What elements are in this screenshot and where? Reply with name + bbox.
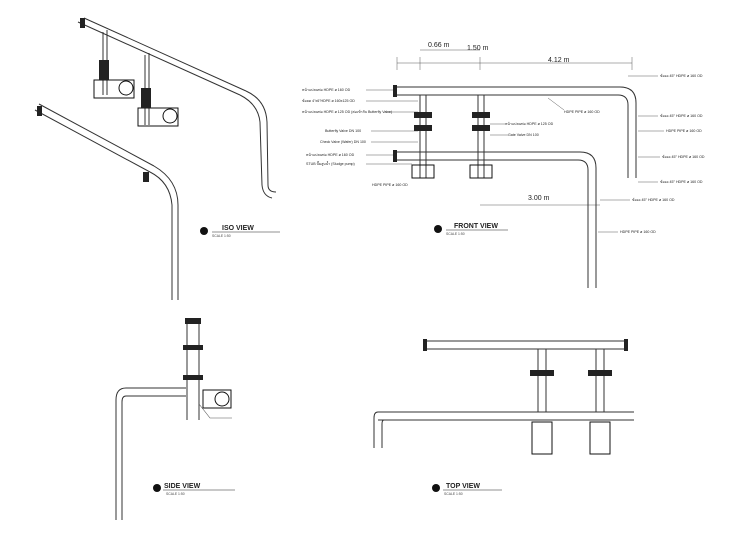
front-label-left: หน้าแปลนท่อ HDPE ø 160 OD	[302, 87, 351, 92]
front-label-right: ข้องอ 45° HDPE ø 160 OD	[662, 154, 705, 159]
front-label-left: หน้าแปลนท่อ HDPE ø 160 OD	[306, 152, 355, 157]
front-label-mid: Gate Valve DN 100	[508, 133, 539, 137]
top-title: TOP VIEW	[446, 483, 480, 490]
front-label-right: ข้องอ 45° HDPE ø 160 OD	[660, 113, 703, 118]
front-labels-right: ข้องอ 45° HDPE ø 160 OD ข้องอ 45° HDPE ø…	[598, 73, 705, 234]
front-label-mid: HDPE PIPE ø 160 OD	[564, 110, 600, 114]
front-label-left: ข้อลด 4"x6"HDPE ø 160x125 OD	[302, 98, 355, 103]
front-label-left: STUB ปั๊มสูบน้ำ (Sludge pump)	[306, 160, 355, 166]
front-label-left: HDPE PIPE ø 160 OD	[372, 183, 408, 187]
iso-scale: SCALE 1:50	[212, 234, 231, 238]
front-label-right: ข้องอ 45° HDPE ø 160 OD	[660, 179, 703, 184]
front-label-right: ข้องอ 45° HDPE ø 160 OD	[660, 73, 703, 78]
side-view-title: SIDE VIEW SCALE 1:50	[153, 483, 235, 496]
front-title: FRONT VIEW	[454, 223, 498, 230]
side-title: SIDE VIEW	[164, 483, 201, 490]
side-view	[115, 318, 232, 520]
side-scale: SCALE 1:50	[166, 492, 185, 496]
front-label-left: Butterfly Valve DN 100	[325, 129, 361, 133]
dim-0-66: 0.66 m	[428, 42, 450, 49]
front-labels-left: หน้าแปลนท่อ HDPE ø 160 OD ข้อลด 4"x6"HDP…	[302, 87, 418, 187]
front-label-right: ข้องอ 45° HDPE ø 160 OD	[632, 197, 675, 202]
front-label-left: หน้าแปลนท่อ HDPE ø 125 OD (ต่อเข้ากับ Bu…	[302, 109, 392, 114]
dim-3-00: 3.00 m	[528, 195, 550, 202]
front-label-mid: หน้าแปลนท่อ HDPE ø 125 OD	[505, 121, 554, 126]
front-label-right: HDPE PIPE ø 160 OD	[666, 129, 702, 133]
front-scale: SCALE 1:50	[446, 232, 465, 236]
iso-view	[34, 17, 277, 300]
front-label-left: Check Valve (Wafer) DN 100	[320, 140, 366, 144]
front-labels-mid: HDPE PIPE ø 160 OD หน้าแปลนท่อ HDPE ø 12…	[490, 97, 600, 137]
top-view	[373, 339, 634, 455]
iso-title: ISO VIEW	[222, 225, 254, 232]
top-scale: SCALE 1:50	[444, 492, 463, 496]
front-view-title: FRONT VIEW SCALE 1:50	[434, 223, 508, 236]
dim-4-12: 4.12 m	[548, 57, 570, 64]
iso-view-title: ISO VIEW SCALE 1:50	[200, 225, 280, 238]
front-label-right: HDPE PIPE ø 160 OD	[620, 230, 656, 234]
top-view-title: TOP VIEW SCALE 1:50	[432, 483, 502, 496]
front-view: 0.66 m 1.50 m 4.12 m 3.00 m	[393, 42, 637, 288]
dim-1-50: 1.50 m	[467, 45, 489, 52]
